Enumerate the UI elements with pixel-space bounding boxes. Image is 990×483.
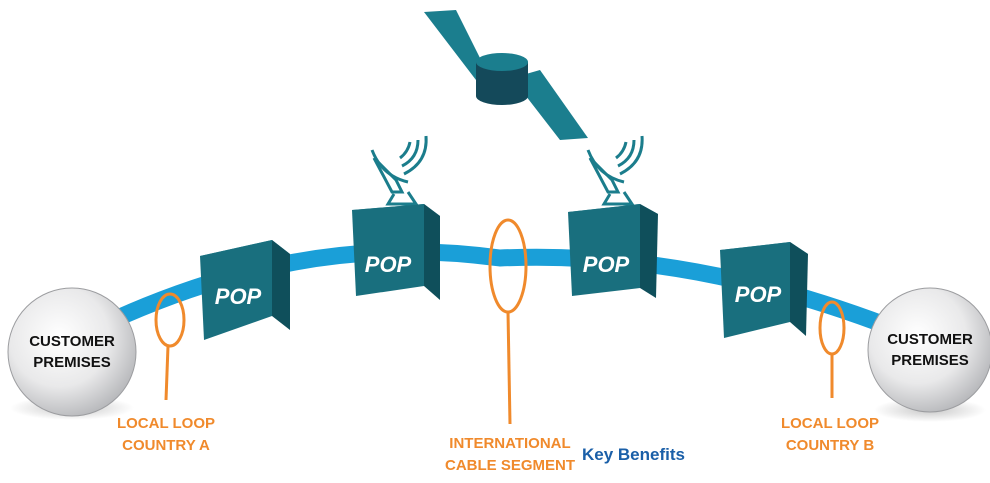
callout-line1: LOCAL LOOP xyxy=(117,415,215,432)
callout-local-loop-b: LOCAL LOOP COUNTRY B xyxy=(781,300,879,454)
globe-icon xyxy=(867,287,990,413)
key-benefits-heading: Key Benefits xyxy=(582,445,685,464)
pop-label: POP xyxy=(583,252,630,277)
customer-label-line1: CUSTOMER xyxy=(887,331,973,348)
customer-premises-left: CUSTOMER PREMISES xyxy=(7,287,137,420)
callout-line1: INTERNATIONAL xyxy=(449,435,570,452)
customer-label-line2: PREMISES xyxy=(891,352,969,369)
satellite-icon xyxy=(424,10,588,140)
callout-line2: COUNTRY B xyxy=(786,437,875,454)
pop-node: POP xyxy=(720,242,808,338)
customer-premises-right: CUSTOMER PREMISES xyxy=(867,287,990,422)
customer-label-line1: CUSTOMER xyxy=(29,333,115,350)
satellite-dish-icon xyxy=(370,135,428,206)
globe-icon xyxy=(7,287,137,417)
pop-node: POP xyxy=(352,204,440,300)
satellite-dish-icon xyxy=(586,135,644,206)
pop-label: POP xyxy=(215,284,262,309)
callout-line2: COUNTRY A xyxy=(122,437,210,454)
customer-label-line2: PREMISES xyxy=(33,354,111,371)
callout-international-cable: INTERNATIONAL CABLE SEGMENT xyxy=(445,218,575,474)
pop-label: POP xyxy=(735,282,782,307)
callout-line2: CABLE SEGMENT xyxy=(445,457,575,474)
pop-node: POP xyxy=(568,204,658,298)
pop-node: POP xyxy=(200,240,290,340)
callout-line1: LOCAL LOOP xyxy=(781,415,879,432)
callout-local-loop-a: LOCAL LOOP COUNTRY A xyxy=(117,292,215,454)
pop-label: POP xyxy=(365,252,412,277)
